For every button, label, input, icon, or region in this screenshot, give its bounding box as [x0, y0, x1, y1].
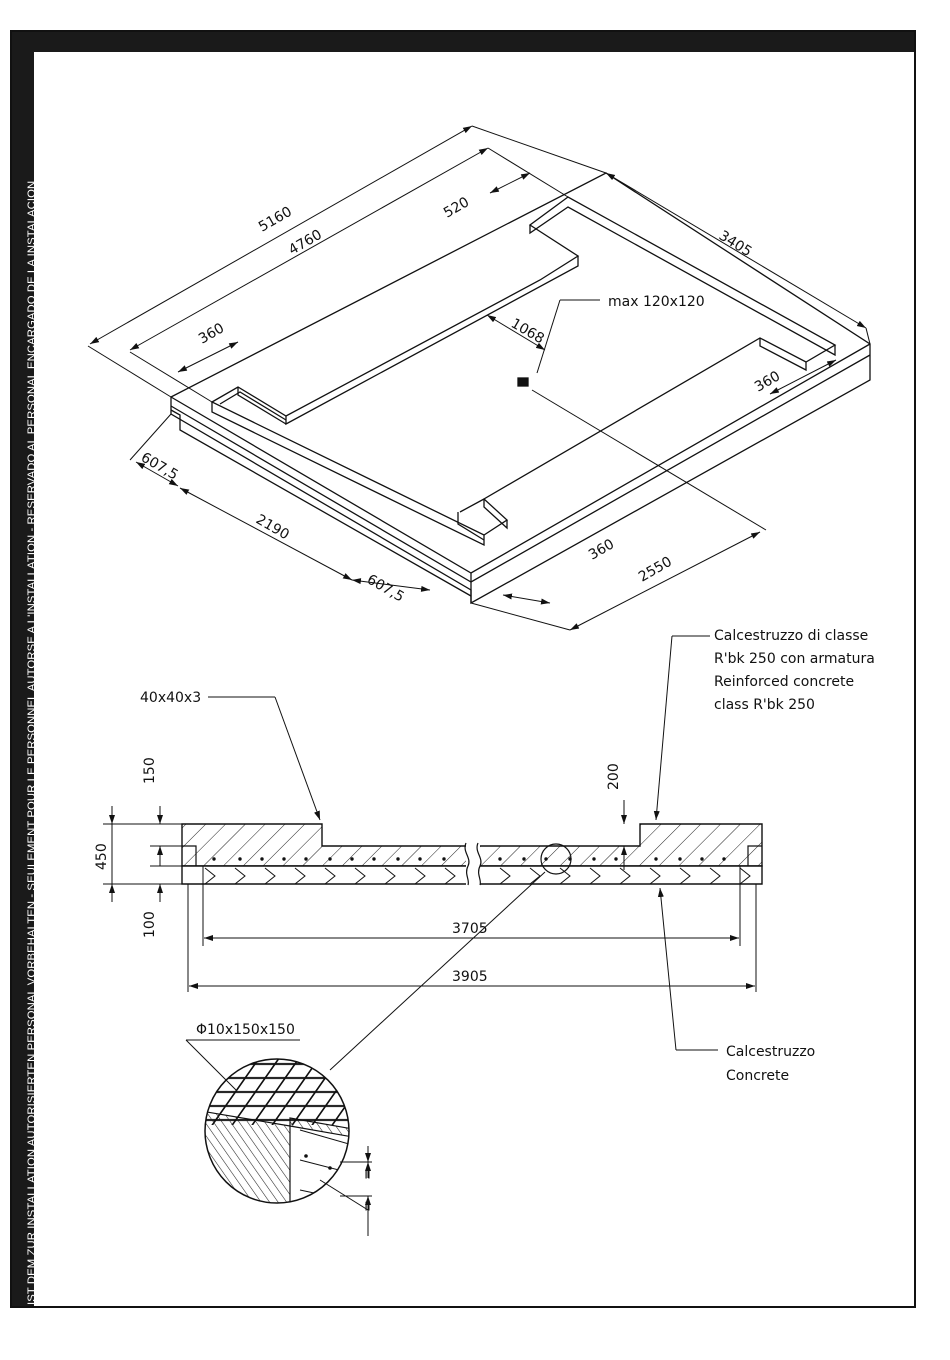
concrete-note-line-1: Calcestruzzo	[726, 1044, 815, 1060]
dim-200: 200	[606, 763, 622, 790]
concrete-note-line-2: Concrete	[726, 1068, 789, 1084]
detail-dimensions	[185, 1039, 372, 1236]
dim-2550: 2550	[636, 554, 675, 586]
iso-labels: 5160 4760 520 3405 360 1068 max 120x120 …	[138, 194, 783, 605]
reinforced-note-line-1: Calcestruzzo di classe	[714, 628, 868, 644]
dim-360-bottom: 360	[586, 536, 617, 563]
equal-mark-bottom: =	[360, 1200, 376, 1212]
dim-4760: 4760	[286, 227, 325, 259]
mesh-label: Φ10x150x150	[196, 1022, 295, 1038]
sidebar-bar	[10, 30, 34, 1308]
dim-100: 100	[142, 911, 158, 938]
dim-360-right: 360	[752, 368, 783, 395]
dim-360-top: 360	[196, 320, 227, 347]
dim-150: 150	[142, 757, 158, 784]
reinforced-note-line-3: Reinforced concrete	[714, 674, 854, 690]
dim-520: 520	[441, 194, 472, 221]
equal-mark-top: =	[360, 1168, 376, 1180]
reinforced-note-line-2: R'bk 250 con armatura	[714, 651, 875, 667]
max-hole-label: max 120x120	[608, 294, 705, 310]
dim-3705: 3705	[452, 921, 488, 937]
section-view	[181, 823, 763, 886]
detail-view	[204, 1058, 350, 1204]
top-border-bar	[10, 30, 916, 52]
angle-label: 40x40x3	[140, 690, 201, 706]
detail-labels: Φ10x150x150 = =	[196, 1022, 376, 1212]
section-dimensions	[103, 635, 757, 1071]
drawing-frame	[10, 30, 916, 1308]
dim-450: 450	[94, 843, 110, 870]
dim-1068: 1068	[508, 316, 547, 348]
dim-607-left: 607,5	[138, 450, 181, 484]
iso-dimension-lines	[87, 125, 871, 631]
dim-607-bottom: 607,5	[364, 572, 407, 606]
section-labels: 40x40x3 150 450 100 200 3705 3905 Calces…	[94, 628, 875, 1084]
dim-3905: 3905	[452, 969, 488, 985]
dim-3405: 3405	[716, 228, 755, 260]
dim-2190: 2190	[253, 512, 292, 544]
reinforced-note-line-4: class R'bk 250	[714, 697, 815, 713]
